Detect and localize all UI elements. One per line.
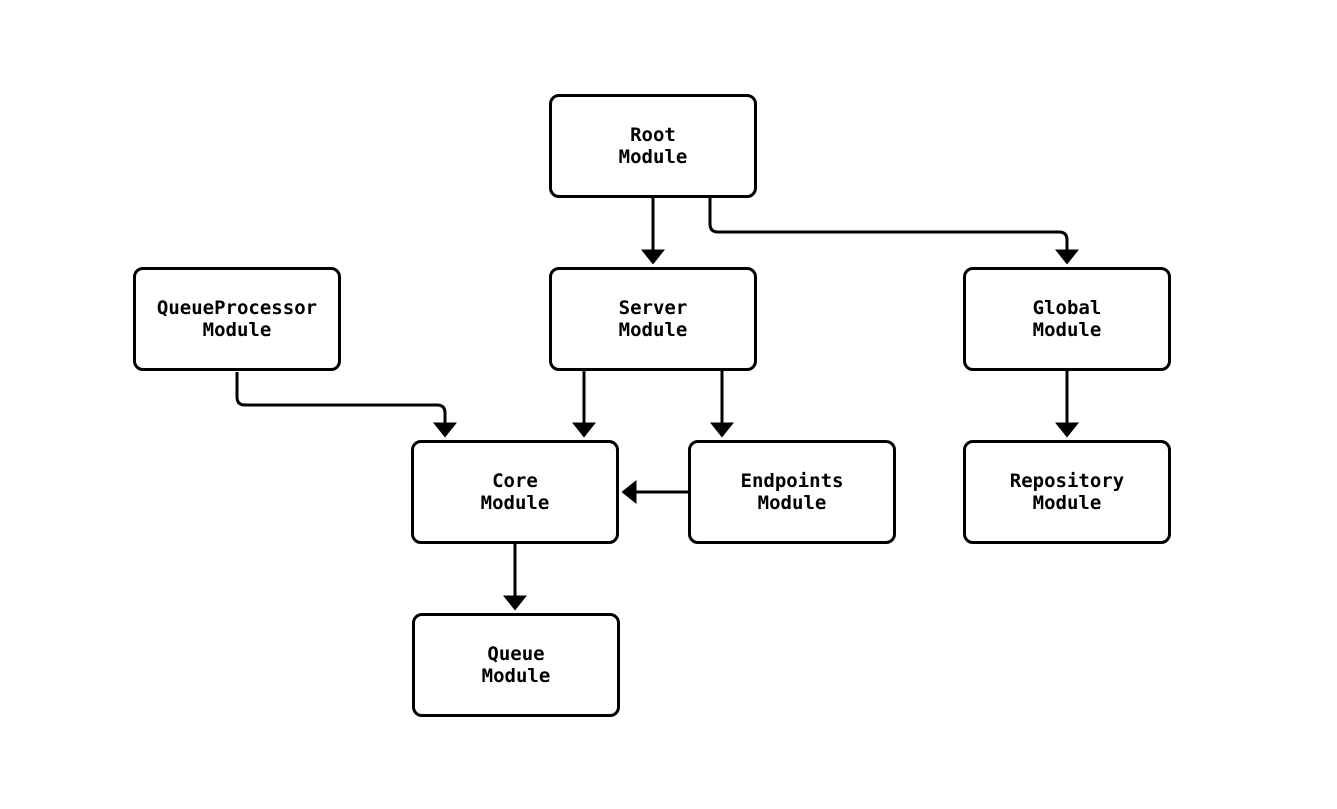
node-queue-module: Queue Module (412, 613, 620, 717)
edge-queueprocessor-to-core (235, 372, 457, 438)
node-server-module: Server Module (549, 267, 757, 371)
node-queueprocessor-module: QueueProcessor Module (133, 267, 341, 371)
node-endpoints-module: Endpoints Module (688, 440, 896, 544)
node-global-module: Global Module (963, 267, 1171, 371)
node-core-module: Core Module (411, 440, 619, 544)
node-root-module: Root Module (549, 94, 757, 198)
edge-root-to-global (708, 197, 1079, 265)
node-repository-module: Repository Module (963, 440, 1171, 544)
